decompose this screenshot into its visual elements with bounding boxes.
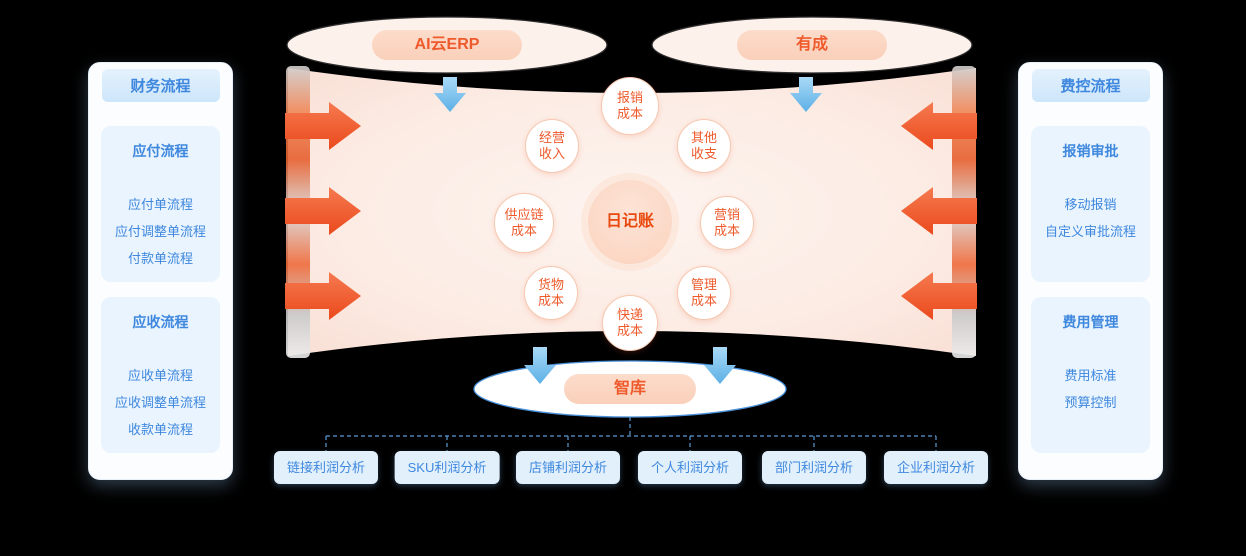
node-supply-chain-cost: 供应链 成本 bbox=[494, 193, 554, 253]
inflow-arrow-icon-right-2 bbox=[901, 187, 977, 235]
payable-item-3: 付款单流程 bbox=[127, 251, 193, 266]
down-arrow-icon-funnel-left bbox=[524, 347, 556, 384]
receivable-item-3: 收款单流程 bbox=[127, 422, 193, 437]
inflow-arrow-icon-left-2 bbox=[285, 187, 361, 235]
payable-process-section: 应付流程 应付单流程 应付调整单流程 付款单流程 bbox=[101, 126, 220, 282]
reimburse-approval-section: 报销审批 移动报销 自定义审批流程 bbox=[1031, 126, 1150, 282]
analysis-box-personal-profit: 个人利润分析 bbox=[637, 451, 743, 484]
receivable-item-2: 应收调整单流程 bbox=[114, 395, 206, 410]
down-arrow-icon-funnel-right bbox=[704, 347, 736, 384]
connector-lines bbox=[325, 417, 937, 451]
source-pill-youcheng: 有成 bbox=[737, 30, 887, 60]
journal-center-node: 日记账 bbox=[588, 180, 672, 264]
node-management-cost: 管理 成本 bbox=[677, 266, 731, 320]
inflow-arrow-icon-right-1 bbox=[901, 102, 977, 150]
analysis-box-sku-profit: SKU利润分析 bbox=[394, 451, 500, 484]
node-marketing-cost: 营销 成本 bbox=[700, 196, 754, 250]
payable-item-2: 应付调整单流程 bbox=[114, 224, 206, 239]
payable-item-1: 应付单流程 bbox=[127, 197, 193, 212]
analysis-box-enterprise-profit: 企业利润分析 bbox=[883, 451, 989, 484]
node-operating-income: 经营 收入 bbox=[525, 119, 579, 173]
receivable-process-section: 应收流程 应收单流程 应收调整单流程 收款单流程 bbox=[101, 297, 220, 453]
node-express-cost: 快递 成本 bbox=[602, 295, 658, 351]
inflow-arrow-icon-left-1 bbox=[285, 102, 361, 150]
finance-panel-title: 财务流程 bbox=[101, 69, 220, 102]
reimburse-item-2: 自定义审批流程 bbox=[1044, 224, 1136, 239]
expense-management-section: 费用管理 费用标准 预算控制 bbox=[1031, 297, 1150, 453]
analysis-box-department-profit: 部门利润分析 bbox=[761, 451, 867, 484]
receivable-item-1: 应收单流程 bbox=[127, 368, 193, 383]
expense-mgmt-section-title: 费用管理 bbox=[1062, 314, 1119, 330]
output-pill-zhiku: 智库 bbox=[564, 374, 696, 404]
node-goods-cost: 货物 成本 bbox=[524, 266, 578, 320]
finance-process-panel: 财务流程 应付流程 应付单流程 应付调整单流程 付款单流程 应收流程 应收单流程… bbox=[88, 62, 233, 480]
node-other-income-expense: 其他 收支 bbox=[677, 119, 731, 173]
analysis-box-link-profit: 链接利润分析 bbox=[273, 451, 379, 484]
payable-section-title: 应付流程 bbox=[132, 143, 189, 159]
reimburse-item-1: 移动报销 bbox=[1064, 197, 1117, 212]
reimburse-section-title: 报销审批 bbox=[1062, 143, 1119, 159]
expense-mgmt-item-2: 预算控制 bbox=[1064, 395, 1117, 410]
source-pill-ai-cloud-erp: AI云ERP bbox=[372, 30, 522, 60]
inflow-arrow-icon-right-3 bbox=[901, 272, 977, 320]
down-arrow-icon-right-source bbox=[790, 77, 822, 112]
inflow-arrow-icon-left-3 bbox=[285, 272, 361, 320]
expense-control-panel: 费控流程 报销审批 移动报销 自定义审批流程 费用管理 费用标准 预算控制 bbox=[1018, 62, 1163, 480]
receivable-section-title: 应收流程 bbox=[132, 314, 189, 330]
expense-panel-title: 费控流程 bbox=[1031, 69, 1150, 102]
expense-mgmt-item-1: 费用标准 bbox=[1064, 368, 1117, 383]
down-arrow-icon-left-source bbox=[434, 77, 466, 112]
analysis-box-shop-profit: 店铺利润分析 bbox=[515, 451, 621, 484]
node-reimbursement-cost: 报销 成本 bbox=[601, 77, 659, 135]
